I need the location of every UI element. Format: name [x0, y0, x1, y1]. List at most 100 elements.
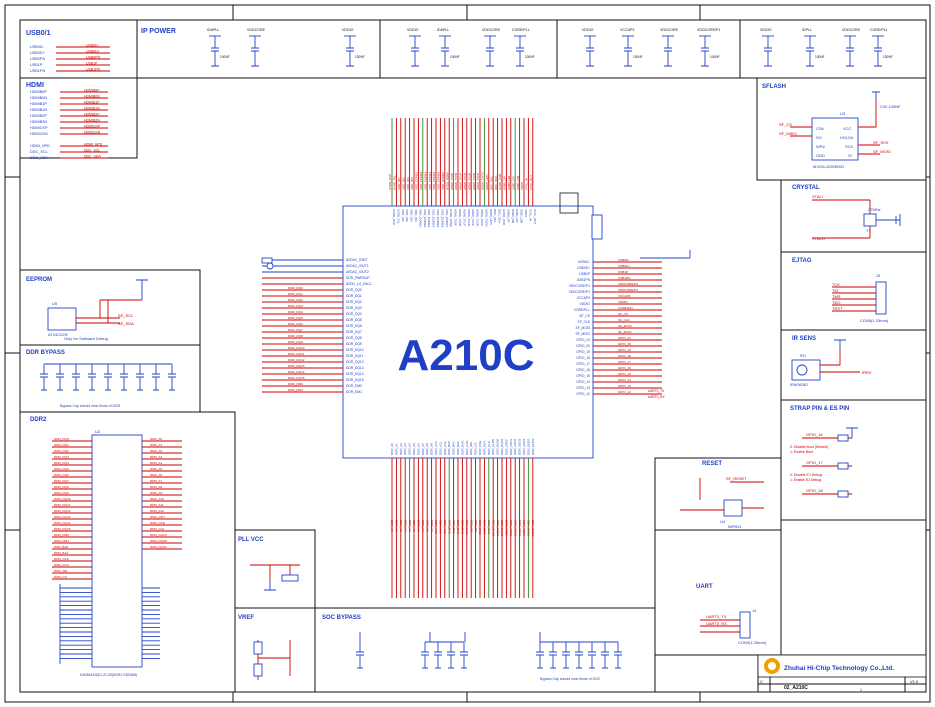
section-title-ddr2: DDR2 [30, 417, 47, 423]
crystal-circuit: XTALI XTALO 27MHz Y1 [812, 194, 901, 241]
soc-right-net: USB0D- [618, 258, 629, 262]
soc-left-net: DDR_DQ13 [288, 364, 305, 368]
soc-left-pin: DDR_DQ11 [346, 354, 364, 358]
soc-right-pin: VCCAP3 [577, 296, 590, 300]
soc-bottom-pin: DDR_A1 [394, 443, 398, 455]
document-number: 02_A210C [784, 685, 808, 691]
soc-top-net: HDMI_TX1P [459, 173, 463, 190]
sflash-ref: U3 [840, 111, 846, 116]
soc-right-pin: USB1P [579, 272, 591, 276]
soc-bottom-net: DDR_A0 [390, 520, 394, 532]
soc-bottom-net: DDR_GND2 [531, 520, 535, 537]
section-title-usb: USB0/1 [26, 30, 51, 37]
soc-bottom-net: DDR_A3 [403, 520, 407, 532]
usb-wire-label: USB1PN [86, 68, 100, 72]
soc-left-net: DDR_DQ7 [288, 328, 303, 332]
soc-right-pin: VDDCORE/P1 [569, 290, 591, 294]
soc-top-pin: AVDD_PLL [396, 209, 400, 224]
svg-text:IMP811: IMP811 [728, 524, 742, 529]
soc-left-pin: DDR_DQ10 [346, 348, 364, 352]
soc-left-pin: DDR_DQ9 [346, 342, 362, 346]
soc-bottom-pin: DDR_A6 [416, 443, 420, 455]
soc-left-net: DDR_DM0 [288, 382, 303, 386]
soc-right-net: GPIO_14 [618, 378, 631, 382]
soc-right-pin: GPIO_19 [576, 350, 590, 354]
soc-bottom-pin: DDR_WE [469, 442, 473, 455]
svg-text:XTALI: XTALI [812, 194, 823, 199]
soc-bottom-pin: DDR_A0 [390, 443, 394, 455]
svg-text:AT24C02N: AT24C02N [48, 332, 68, 337]
ddr2-right-net: DDR_A2 [150, 449, 162, 453]
power-net-label: VDDCORE [660, 28, 679, 32]
ddr2-left-net: DDR_DQ6 [54, 473, 69, 477]
soc-bottom-pin: DDR_A8 [425, 443, 429, 455]
soc-bottom-net: DDR_A5 [412, 520, 416, 532]
hdmi-wire-label: HDMIB1P [84, 101, 100, 105]
soc-bottom-pin: DDR_VDD1 [509, 438, 513, 455]
soc-bottom-net: DDR_A7 [421, 520, 425, 532]
hdmi-net-label: HDMIB1N [30, 108, 47, 112]
ddr2-left-net: DDR_DQ2 [54, 449, 69, 453]
power-net-label: VDDIO [342, 28, 354, 32]
svg-text:IRM3638T: IRM3638T [790, 382, 809, 387]
soc-top-net: XTAL_IN [525, 178, 529, 190]
power-net-label: CORE/PLL [870, 28, 888, 32]
soc-right-pin: CORE/PLL [574, 308, 590, 312]
soc-bottom-net: DDR_DQS1 [500, 520, 504, 537]
sflash-chip: U3 MX25L3206EM2I CS# SO WP# GND VCC HOLD… [779, 91, 901, 169]
soc-left-net: DDR_DQ14 [288, 370, 305, 374]
soc-top-pin: USB0_DM [511, 209, 515, 224]
ddr2-left-net: DDR_DQ9 [54, 491, 69, 495]
soc-bottom-pin: DDR_VDD3 [518, 438, 522, 455]
svg-text:TDO: TDO [832, 300, 840, 305]
power-net-label: VDDCORE [842, 28, 861, 32]
ddr2-left-net: DDR_DQ8 [54, 485, 69, 489]
svg-text:GPIO_16: GPIO_16 [806, 432, 823, 437]
ddr2-left-net: DDR_BA1 [54, 551, 69, 555]
svg-text:UART0_TX: UART0_TX [706, 614, 727, 619]
soc-right-net: GPIO_21 [618, 336, 631, 340]
svg-text:TMS: TMS [832, 294, 841, 299]
strap-pins: GPIO_16 GPIO_17 GPIO_18 0: Disable Boot … [790, 427, 858, 498]
soc-right-net: SF_MOSI [618, 324, 632, 328]
section-title-crystal: CRYSTAL [792, 185, 820, 191]
svg-text:U4: U4 [720, 519, 726, 524]
soc-top-net: VDD_CORE7 [441, 171, 445, 190]
soc-left-net: DDR_DQ1 [288, 292, 303, 296]
soc-top-pin: HDMI_TX0N [458, 209, 462, 226]
ddr2-right-net: DDR_A1 [150, 443, 162, 447]
svg-text:XTALO: XTALO [812, 236, 825, 241]
soc-left-pin: DDR_DQ7 [346, 330, 362, 334]
hdmi-net-label: HDMIB0P [30, 90, 47, 94]
hdmi-net-label: HDMIB1P [30, 102, 47, 106]
soc-bottom-net: DDR_A4 [408, 520, 412, 532]
ddr-bypass-caps [40, 363, 176, 391]
soc-left-pin: DDR_DQ5 [346, 318, 362, 322]
sheet-number: 1 [860, 688, 862, 692]
soc-top-pin: XTAL_OUT [533, 209, 537, 224]
soc-top-pin: AVDD_HDMI [449, 209, 453, 227]
soc-left-net: DDR_DQ8 [288, 334, 303, 338]
soc-left-pin: DDR_DQ0 [346, 288, 362, 292]
soc-right-net: SF_CLK [618, 318, 631, 322]
section-title-pll-vcc: PLL VCC [238, 537, 264, 543]
soc-right-net: USB1PN [618, 276, 630, 280]
soc-bottom-pin: DDR_GND1 [526, 438, 530, 455]
soc-bottom-pin: DDR_BA2 [456, 441, 460, 455]
soc-bottom-net: DDR_A9 [430, 520, 434, 532]
soc-right-pin: USB0D- [578, 260, 590, 264]
soc-bottom-pin: DDR_A2 [399, 443, 403, 455]
svg-text:HOLD#: HOLD# [840, 135, 854, 140]
soc-left-pin: DDR_DQ8 [346, 336, 362, 340]
svg-text:IR1: IR1 [800, 353, 807, 358]
svg-text:SF_MISO: SF_MISO [779, 131, 797, 136]
soc-right-net: VDDIO [618, 300, 628, 304]
soc-bottom-pin: DDR_VREF [504, 439, 508, 455]
soc-bottom-pin: DDR_CLK [487, 441, 491, 455]
svg-text:U2: U2 [95, 429, 101, 434]
svg-text:SO: SO [816, 135, 822, 140]
cap-value: 100NF [710, 55, 720, 59]
soc-right-pin: GPIO_17 [576, 362, 590, 366]
soc-top-pin: HDMI_TX2P [471, 209, 475, 226]
